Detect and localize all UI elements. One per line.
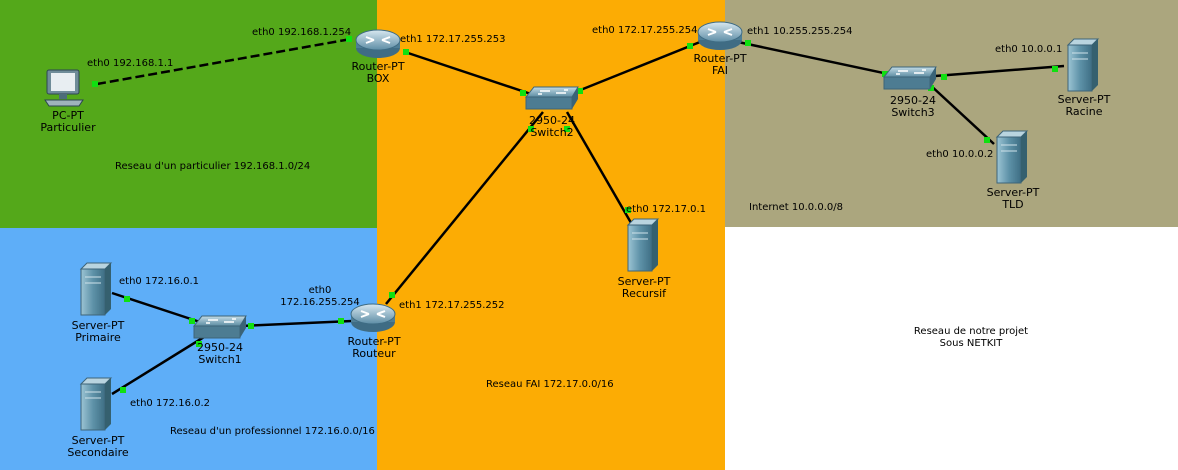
racine-type: Server-PT bbox=[1057, 93, 1111, 106]
fai-eth1-label: eth1 10.255.255.254 bbox=[747, 26, 853, 37]
box-eth1-label: eth1 172.17.255.253 bbox=[400, 34, 506, 45]
secondaire-name: Secondaire bbox=[67, 446, 129, 459]
switch2-name: Switch2 bbox=[530, 126, 574, 139]
link-fai-switch3 bbox=[737, 40, 894, 77]
secondaire-caption: Server-PT Secondaire bbox=[67, 435, 128, 459]
racine-caption: Server-PT Racine bbox=[1058, 94, 1111, 118]
zone-professionnel-note: Reseau d'un professionnel 172.16.0.0/16 bbox=[170, 426, 375, 437]
pc-type: PC-PT bbox=[52, 109, 84, 122]
link-secondaire-switch1 bbox=[111, 335, 205, 396]
switch3-caption: 2950-24 Switch3 bbox=[890, 95, 936, 119]
zone-fai bbox=[377, 0, 725, 470]
pc-name: Particulier bbox=[40, 121, 96, 134]
router-icon[interactable] bbox=[697, 21, 743, 50]
routeur-caption: Router-PT Routeur bbox=[347, 336, 400, 360]
zone-projet-line1: Reseau de notre projet bbox=[913, 326, 1029, 337]
link-switch3-racine bbox=[934, 64, 1065, 78]
routeur-eth0-name: eth0 bbox=[308, 285, 332, 296]
server-icon[interactable] bbox=[995, 130, 1029, 184]
primaire-type: Server-PT bbox=[71, 319, 125, 332]
link-switch3-tld bbox=[927, 82, 995, 145]
routeur-type: Router-PT bbox=[347, 335, 401, 348]
recursif-eth0-label: eth0 172.17.0.1 bbox=[626, 204, 707, 215]
link-pc-box bbox=[96, 37, 352, 86]
routeur-eth1-label: eth1 172.17.255.252 bbox=[399, 300, 505, 311]
fai-eth0-label: eth0 172.17.255.254 bbox=[592, 25, 698, 36]
tld-name: TLD bbox=[1002, 198, 1024, 211]
zone-projet-note: Reseau de notre projet Sous NETKIT bbox=[914, 326, 1028, 350]
switch2-type: 2950-24 bbox=[529, 114, 575, 127]
routeur-eth0-label: eth0 172.16.255.254 bbox=[280, 285, 360, 308]
server-icon[interactable] bbox=[626, 218, 660, 272]
pc-caption: PC-PT Particulier bbox=[40, 110, 95, 134]
zone-particulier bbox=[0, 0, 377, 228]
routeur-eth0-ip: 172.16.255.254 bbox=[280, 297, 360, 308]
tld-eth0-label: eth0 10.0.0.2 bbox=[926, 149, 994, 160]
secondaire-type: Server-PT bbox=[71, 434, 125, 447]
zone-fai-note: Reseau FAI 172.17.0.0/16 bbox=[486, 379, 614, 390]
switch-icon[interactable] bbox=[524, 86, 579, 110]
links bbox=[96, 37, 1065, 396]
switch1-caption: 2950-24 Switch1 bbox=[197, 342, 243, 366]
fai-caption: Router-PT FAI bbox=[693, 53, 746, 77]
recursif-name: Recursif bbox=[621, 287, 667, 300]
primaire-caption: Server-PT Primaire bbox=[72, 320, 125, 344]
fai-type: Router-PT bbox=[693, 52, 747, 65]
server-icon[interactable] bbox=[79, 262, 113, 316]
switch3-name: Switch3 bbox=[891, 106, 935, 119]
switch1-name: Switch1 bbox=[198, 353, 242, 366]
switch1-type: 2950-24 bbox=[197, 341, 243, 354]
zone-particulier-note: Reseau d'un particulier 192.168.1.0/24 bbox=[115, 161, 311, 172]
fai-name: FAI bbox=[711, 64, 729, 77]
switch-icon[interactable] bbox=[882, 66, 937, 90]
primaire-eth0-label: eth0 172.16.0.1 bbox=[119, 276, 200, 287]
zone-internet bbox=[725, 0, 1178, 227]
server-icon[interactable] bbox=[79, 377, 113, 431]
zone-internet-note: Internet 10.0.0.0/8 bbox=[749, 202, 843, 213]
link-endpoints bbox=[92, 36, 1058, 393]
zone-projet-line2: Sous NETKIT bbox=[939, 338, 1003, 349]
switch3-type: 2950-24 bbox=[890, 94, 936, 107]
box-eth0-label: eth0 192.168.1.254 bbox=[252, 27, 352, 38]
secondaire-eth0-label: eth0 172.16.0.2 bbox=[130, 398, 211, 409]
link-box-switch2 bbox=[404, 50, 541, 99]
switch2-caption: 2950-24 Switch2 bbox=[529, 115, 575, 139]
routeur-name: Routeur bbox=[352, 347, 396, 360]
router-icon[interactable] bbox=[350, 303, 396, 332]
tld-caption: Server-PT TLD bbox=[987, 187, 1040, 211]
link-switch1-routeur bbox=[239, 319, 353, 328]
pc-icon[interactable] bbox=[44, 69, 84, 107]
link-switch2-fai bbox=[572, 40, 701, 95]
pc-eth0-label: eth0 192.168.1.1 bbox=[87, 58, 174, 69]
racine-name: Racine bbox=[1065, 105, 1103, 118]
box-type: Router-PT bbox=[351, 60, 405, 73]
link-switch2-recursif bbox=[565, 111, 636, 229]
link-switch2-routeur bbox=[385, 111, 544, 305]
recursif-type: Server-PT bbox=[617, 275, 671, 288]
primaire-name: Primaire bbox=[75, 331, 121, 344]
switch-icon[interactable] bbox=[192, 315, 247, 339]
tld-type: Server-PT bbox=[986, 186, 1040, 199]
server-icon[interactable] bbox=[1066, 38, 1100, 92]
recursif-caption: Server-PT Recursif bbox=[618, 276, 671, 300]
box-name: BOX bbox=[366, 72, 390, 85]
box-caption: Router-PT BOX bbox=[351, 61, 404, 85]
racine-eth0-label: eth0 10.0.0.1 bbox=[995, 44, 1063, 55]
zone-professionnel bbox=[0, 228, 377, 470]
router-icon[interactable] bbox=[355, 29, 401, 58]
